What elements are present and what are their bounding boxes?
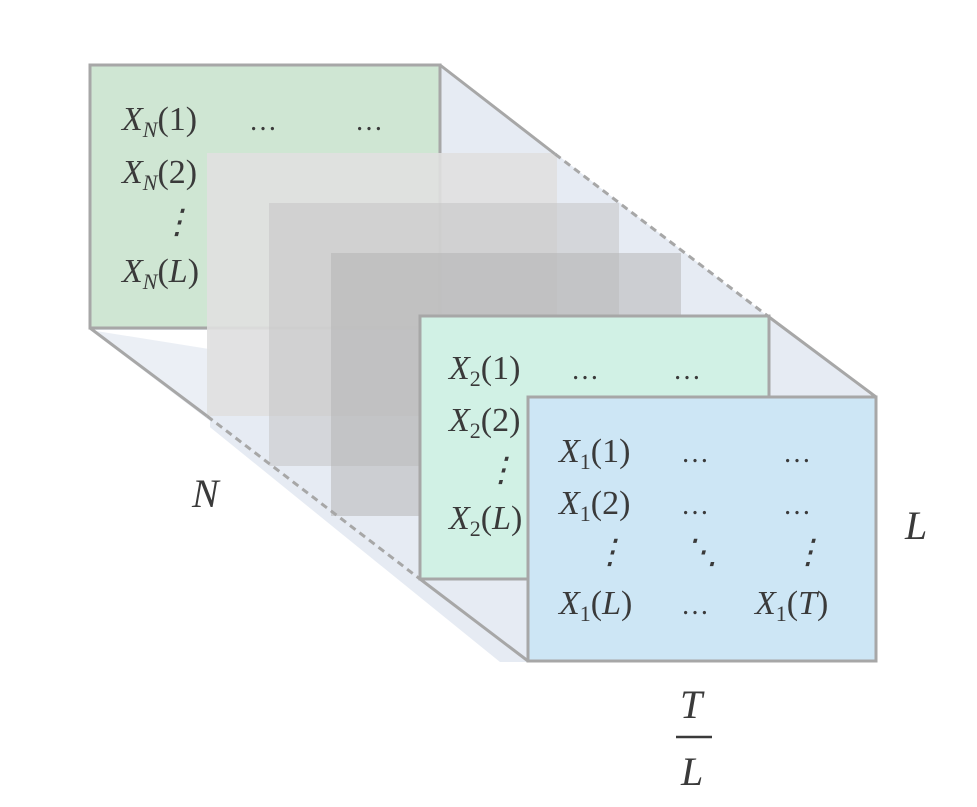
middle-cell-r2-c1: X2(2) (447, 402, 520, 443)
front-cell-r2-c3: … (783, 490, 811, 521)
back-cell-r1-c3: … (355, 106, 383, 137)
front-cell-r4-c3: X1(T) (753, 585, 828, 626)
back-cell-r4-c1: XN(L) (120, 253, 199, 294)
height-label: L (904, 503, 927, 548)
width-label-denominator: L (680, 749, 703, 794)
middle-cell-r3-c1: ⋮ (484, 452, 518, 489)
width-label-numerator: T (680, 682, 705, 727)
block-bottom-white-cut (90, 330, 500, 662)
frame-front (526, 395, 878, 663)
front-cell-r3-c1: ⋮ (593, 534, 627, 571)
front-cell-r3-c3: ⋮ (791, 534, 825, 571)
back-cell-r2-c1: XN(2) (120, 154, 197, 195)
front-cell-r2-c1: X1(2) (557, 485, 630, 526)
depth-label: N (191, 471, 221, 516)
frame-middle-cells: X2(1) … … X2(2) ⋮ X2(L) (447, 350, 701, 541)
front-cell-r2-c2: … (681, 490, 709, 521)
edge-bottom-dashed (206, 414, 421, 581)
frame-back-cells: XN(1) … … XN(2) ⋮ XN(L) (120, 101, 383, 294)
front-cell-r3-c2: ⋱ (684, 534, 718, 571)
middle-cell-r1-c3: … (673, 355, 701, 386)
back-cell-r1-c2: … (249, 106, 277, 137)
front-cell-r4-c2: … (681, 590, 709, 621)
edge-top-dashed (554, 152, 770, 319)
back-cell-r3-c1: ⋮ (160, 204, 194, 241)
edge-top-front (768, 315, 877, 399)
edge-bottom-solid (89, 326, 208, 418)
frame-front-cells: X1(1) … … X1(2) … … ⋮ ⋱ ⋮ X1(L) … X1(T) (557, 433, 828, 626)
front-cell-r1-c3: … (783, 438, 811, 469)
front-cell-r1-c1: X1(1) (557, 433, 630, 474)
middle-cell-r1-c1: X2(1) (447, 350, 520, 391)
middle-cell-r4-c1: X2(L) (447, 500, 522, 541)
width-label-fraction: T L (676, 682, 712, 794)
front-cell-r4-c1: X1(L) (557, 585, 632, 626)
back-cell-r1-c1: XN(1) (120, 101, 197, 142)
middle-cell-r1-c2: … (571, 355, 599, 386)
edge-top-solid (439, 63, 556, 156)
edge-bottom-front (419, 577, 529, 663)
front-cell-r1-c2: … (681, 438, 709, 469)
